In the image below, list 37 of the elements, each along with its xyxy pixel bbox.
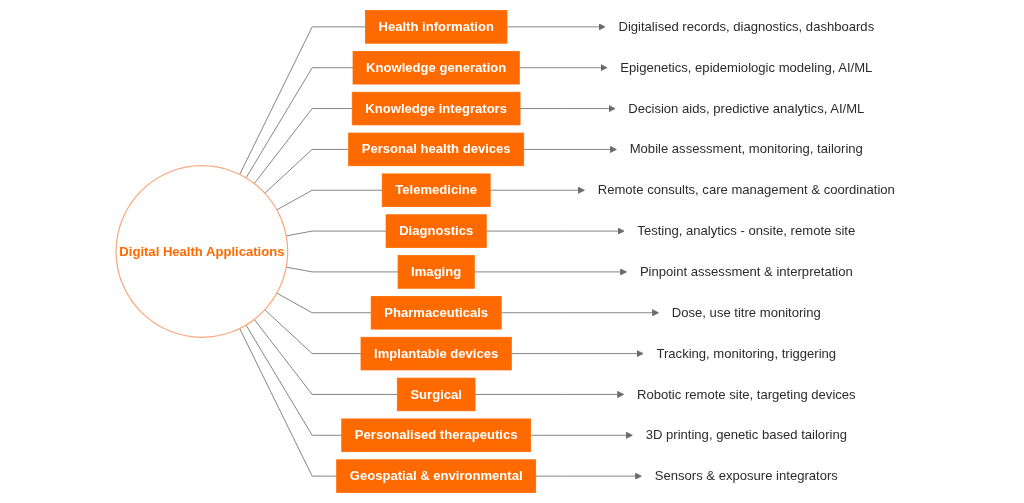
node-box: Imaging: [397, 255, 475, 289]
node-text: Mobile assessment, monitoring, tailoring: [629, 142, 863, 156]
connector: [285, 230, 387, 237]
connector: [245, 324, 343, 436]
connector: [239, 26, 366, 175]
node-box: Knowledge integrators: [351, 91, 521, 126]
node-box: Knowledge generation: [352, 50, 520, 85]
node-text: Testing, analytics - onsite, remote site: [637, 223, 856, 238]
node-box: Telemedicine: [381, 173, 491, 207]
connector: [239, 328, 338, 477]
node-box: Personalised therapeutics: [341, 418, 531, 453]
node-text: Robotic remote site, targeting devices: [636, 387, 856, 401]
node-box: Surgical: [396, 377, 476, 412]
connector: [285, 266, 399, 273]
node-text: Tracking, monitoring, triggering: [656, 346, 837, 361]
node-text: Sensors & exposure integrators: [654, 468, 838, 483]
node-text: Epigenetics, epidemiologic modeling, AI/ML: [620, 60, 873, 75]
node-box: Implantable devices: [360, 336, 512, 371]
node-box: Pharmaceuticals: [370, 296, 502, 330]
node-text: 3D printing, genetic based tailoring: [645, 427, 847, 442]
node-text: Decision aids, predictive analytics, AI/ML: [628, 101, 865, 116]
node-text: Remote consults, care management & coordination: [597, 182, 895, 197]
node-box: Personal health devices: [348, 132, 525, 167]
connector: [264, 149, 350, 194]
connector: [276, 189, 383, 211]
connector: [264, 309, 362, 354]
connector: [253, 319, 398, 395]
node-text: Pinpoint assessment & interpretation: [639, 264, 853, 279]
node-box: Geospatial & environmental: [336, 459, 537, 493]
node-text: Digitalised records, diagnostics, dashboards: [618, 19, 875, 34]
connector: [253, 108, 353, 184]
node-text: Dose, use titre monitoring: [671, 305, 821, 320]
connector: [276, 292, 372, 314]
node-circle: Digital Health Applications: [115, 165, 289, 338]
connector: [245, 67, 354, 179]
node-box: Diagnostics: [385, 214, 487, 248]
node-box: Health information: [364, 10, 508, 44]
